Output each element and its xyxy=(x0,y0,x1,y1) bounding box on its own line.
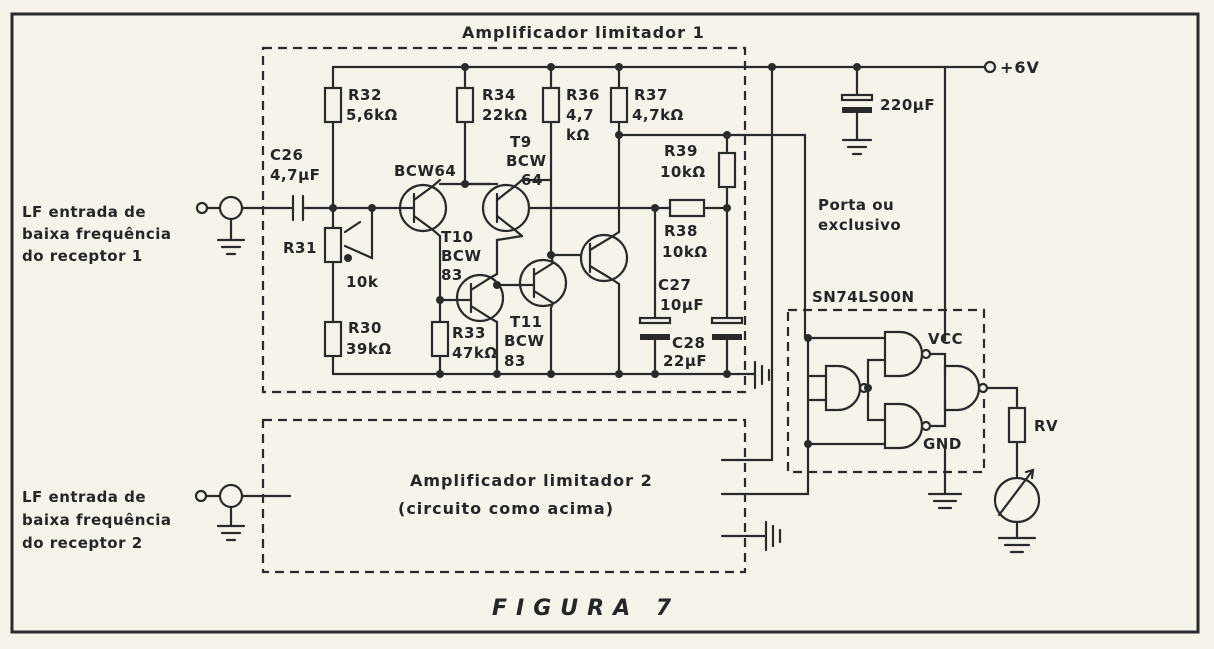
figure-title: FIGURA 7 xyxy=(492,596,680,621)
cap-220uf-label: 220μF xyxy=(880,96,935,114)
r30-label: R30 xyxy=(348,319,382,337)
t11-number: 83 xyxy=(504,352,526,370)
input2-line1: LF entrada de xyxy=(22,488,146,506)
ic-name: SN74LS00N xyxy=(812,288,915,306)
r39-label: R39 xyxy=(664,142,698,160)
r39-resistor xyxy=(717,151,737,189)
c28-value: 22μF xyxy=(663,352,707,370)
t9-label: T9 xyxy=(510,133,532,151)
bcw64-label: BCW64 xyxy=(394,162,456,180)
cap-220uf-plate-neg xyxy=(842,107,872,113)
input2-terminal xyxy=(194,489,208,503)
ground-symbol-block1 xyxy=(753,360,771,390)
r32-value: 5,6kΩ xyxy=(346,106,398,124)
nand-gate-top xyxy=(883,330,932,378)
r39-value: 10kΩ xyxy=(660,163,706,181)
r36-label: R36 xyxy=(566,86,600,104)
figure-frame xyxy=(10,12,1200,634)
r34-label: R34 xyxy=(482,86,516,104)
t11-transistor xyxy=(518,258,568,308)
t9-number: 64 xyxy=(521,171,543,189)
supply-label: +6V xyxy=(1000,58,1040,77)
c27-label: C27 xyxy=(658,276,691,294)
nand-gate-left xyxy=(824,364,870,412)
r33-value: 47kΩ xyxy=(452,344,498,362)
block2-output-wire xyxy=(720,442,810,496)
limiter-amplifier-2-box xyxy=(261,418,747,574)
nand-gate-output xyxy=(943,364,989,412)
input1-connector xyxy=(218,195,244,221)
ground-symbol xyxy=(841,138,873,156)
ic-vcc: VCC xyxy=(928,330,963,348)
gate-note-line2: exclusivo xyxy=(818,216,901,234)
meter-icon xyxy=(993,476,1041,524)
rv-resistor xyxy=(1007,406,1027,444)
t10-number: 83 xyxy=(441,266,463,284)
c27-capacitor xyxy=(638,316,672,325)
input1-line2: baixa frequência xyxy=(22,225,172,243)
input1-line1: LF entrada de xyxy=(22,203,146,221)
t10-type: BCW xyxy=(441,247,482,265)
block2-title: Amplificador limitador 2 xyxy=(410,471,653,490)
t10-transistor xyxy=(455,273,505,323)
r30-value: 39kΩ xyxy=(346,340,392,358)
r31-value: 10k xyxy=(346,273,379,291)
output1-wire xyxy=(617,133,807,340)
block2-supply-wire xyxy=(720,65,774,462)
input1-line3: do receptor 1 xyxy=(22,247,143,265)
input2-line2: baixa frequência xyxy=(22,511,172,529)
nand-gate-bottom xyxy=(883,402,932,450)
t11-type: BCW xyxy=(504,332,545,350)
r31-potentiometer xyxy=(323,226,343,264)
c26-label: C26 xyxy=(270,146,303,164)
limiter-amplifier-1-box xyxy=(261,46,747,394)
output-transistor xyxy=(579,233,629,283)
c26-value: 4,7μF xyxy=(270,166,320,184)
r34-value: 22kΩ xyxy=(482,106,528,124)
r30-resistor xyxy=(323,320,343,358)
r37-value: 4,7kΩ xyxy=(632,106,684,124)
r33-label: R33 xyxy=(452,324,486,342)
r34-resistor xyxy=(455,86,475,124)
block2-subtitle: (circuito como acima) xyxy=(398,499,614,518)
r37-resistor xyxy=(609,86,629,124)
ic-ground-symbol xyxy=(927,446,963,510)
input2-connector xyxy=(218,483,244,509)
block1-title: Amplificador limitador 1 xyxy=(462,23,705,42)
r36-resistor xyxy=(541,86,561,124)
t10-label: T10 xyxy=(441,228,474,246)
input1-terminal xyxy=(195,201,209,215)
gate-note-line1: Porta ou xyxy=(818,196,894,214)
r38-resistor xyxy=(668,198,706,218)
c27-value: 10μF xyxy=(660,296,704,314)
r37-label: R37 xyxy=(634,86,668,104)
input2-line3: do receptor 2 xyxy=(22,534,143,552)
rv-label: RV xyxy=(1034,417,1058,435)
cap-220uf-plate xyxy=(840,93,874,102)
r31-label: R31 xyxy=(283,239,317,257)
supply-terminal xyxy=(983,60,997,74)
c26-capacitor xyxy=(291,194,305,222)
c28-label: C28 xyxy=(672,334,705,352)
r36-unit: kΩ xyxy=(566,126,590,144)
c28-capacitor xyxy=(710,316,744,325)
ic-gnd: GND xyxy=(923,435,962,453)
t11-label: T11 xyxy=(510,313,543,331)
r38-label: R38 xyxy=(664,222,698,240)
r33-resistor xyxy=(430,320,450,358)
r32-label: R32 xyxy=(348,86,382,104)
r38-value: 10kΩ xyxy=(662,243,708,261)
r32-resistor xyxy=(323,86,343,124)
ground-symbol-block2 xyxy=(720,520,782,552)
r36-value: 4,7 xyxy=(566,106,594,124)
t9-type: BCW xyxy=(506,152,547,170)
